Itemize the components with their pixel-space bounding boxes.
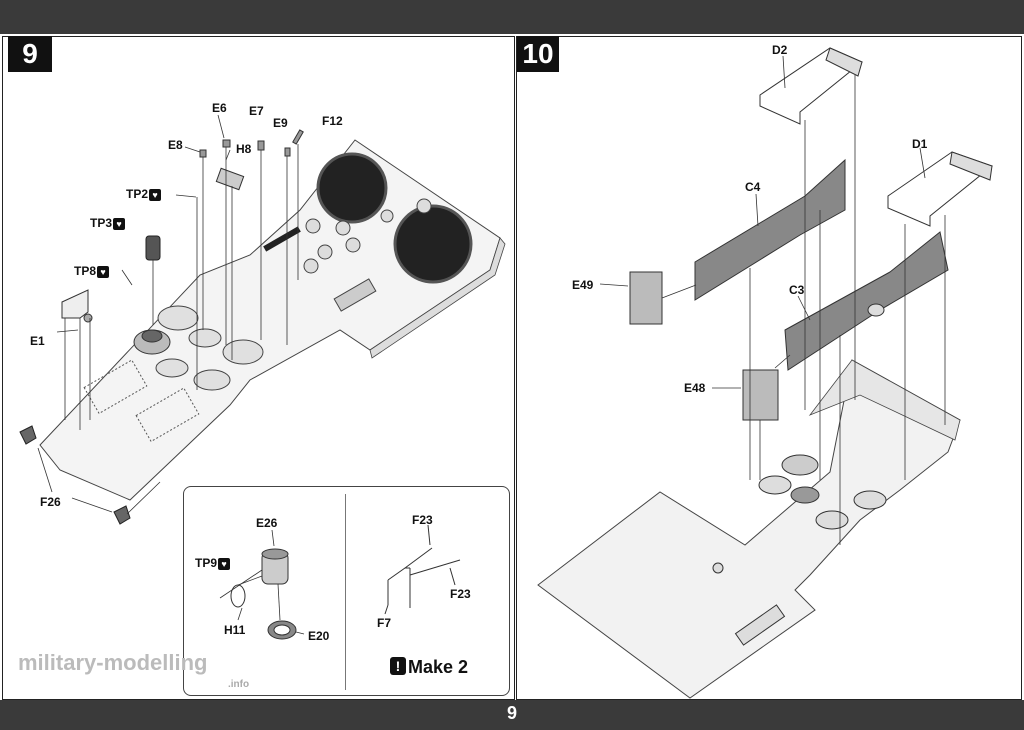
- label-e49: E49: [572, 278, 594, 292]
- floor-panel: [83, 359, 148, 415]
- label-e1: E1: [30, 334, 45, 348]
- c3-part: [784, 231, 949, 371]
- label-e7: E7: [249, 104, 264, 118]
- step10-panel: [516, 36, 1022, 700]
- detail-disc: [380, 209, 394, 223]
- d1-side: [949, 151, 993, 181]
- bottom-bar: [0, 700, 1024, 730]
- hatch-large-2: [393, 204, 473, 284]
- label-e26: E26: [256, 516, 278, 530]
- hull-side-wall: [808, 359, 961, 441]
- e26-top: [261, 548, 289, 560]
- label-f23-a: F23: [412, 513, 433, 527]
- floor-well: [790, 486, 820, 504]
- heart-icon: ♥: [149, 188, 162, 201]
- floor-well: [193, 369, 231, 391]
- label-h8: H8: [236, 142, 252, 156]
- step9-number: 9: [8, 36, 52, 72]
- floor-well: [758, 475, 792, 495]
- label-e48: E48: [684, 381, 706, 395]
- floor-hole: [712, 562, 724, 574]
- f12-part: [292, 129, 304, 145]
- label-tp9: TP9♥: [195, 556, 231, 570]
- h8-part: [215, 167, 245, 191]
- floor-well: [157, 305, 199, 331]
- detail-disc: [303, 258, 319, 274]
- label-c3: C3: [789, 283, 805, 297]
- watermark-sub: .info: [228, 679, 250, 690]
- label-e20: E20: [308, 629, 330, 643]
- e20-hole: [273, 624, 291, 636]
- floor-well: [781, 454, 819, 476]
- c4-part: [694, 158, 846, 301]
- e49-part: [629, 271, 663, 325]
- hull-floor-side: [369, 237, 506, 359]
- label-f23-b: F23: [450, 587, 471, 601]
- floor-panel: [135, 387, 200, 443]
- label-d2: D2: [772, 43, 788, 57]
- page-number: 9: [506, 703, 517, 723]
- floor-well: [815, 510, 849, 530]
- label-tp3: TP3♥: [90, 216, 126, 230]
- ring-component-top: [141, 329, 163, 343]
- label-tp8: TP8♥: [74, 264, 110, 278]
- watermark: military-modelling: [18, 650, 208, 675]
- inset-divider: [345, 494, 346, 690]
- label-e9: E9: [273, 116, 288, 130]
- label-e8: E8: [168, 138, 183, 152]
- hatch-large-1: [316, 152, 388, 224]
- step10-number: 10: [517, 36, 559, 72]
- label-d1: D1: [912, 137, 928, 151]
- e1-bracket: [61, 289, 89, 319]
- detail-disc: [317, 244, 333, 260]
- label-f26: F26: [40, 495, 61, 509]
- c3-cylinder: [867, 303, 885, 317]
- label-f7: F7: [377, 616, 392, 630]
- e48-part: [742, 369, 779, 421]
- label-c4: C4: [745, 180, 761, 194]
- floor-well: [155, 358, 189, 378]
- detail-disc: [305, 218, 321, 234]
- heart-icon: ♥: [113, 217, 126, 230]
- label-h11: H11: [224, 623, 246, 637]
- e6-part: [222, 139, 231, 148]
- exclamation-icon: !: [390, 657, 406, 675]
- floor-well: [853, 490, 887, 510]
- f26-part: [113, 505, 131, 525]
- d2-side: [825, 47, 863, 77]
- dark-slot: [263, 226, 301, 252]
- e9-part: [284, 147, 291, 157]
- floor-block: [734, 604, 786, 646]
- make-note: !Make 2: [390, 657, 468, 678]
- detail-disc: [416, 198, 432, 214]
- step9-inset: [183, 486, 510, 696]
- label-e6: E6: [212, 101, 227, 115]
- f26-part: [19, 425, 37, 445]
- floor-well: [222, 339, 264, 365]
- label-tp2: TP2♥: [126, 187, 162, 201]
- heart-icon: ♥: [97, 265, 110, 278]
- detail-disc: [345, 237, 361, 253]
- cylinder: [333, 278, 377, 312]
- top-bar: [0, 0, 1024, 34]
- heart-icon: ♥: [218, 557, 231, 570]
- step9-panel: [2, 36, 515, 700]
- detail-disc: [335, 220, 351, 236]
- label-f12: F12: [322, 114, 343, 128]
- hull-floor-10: [537, 359, 961, 699]
